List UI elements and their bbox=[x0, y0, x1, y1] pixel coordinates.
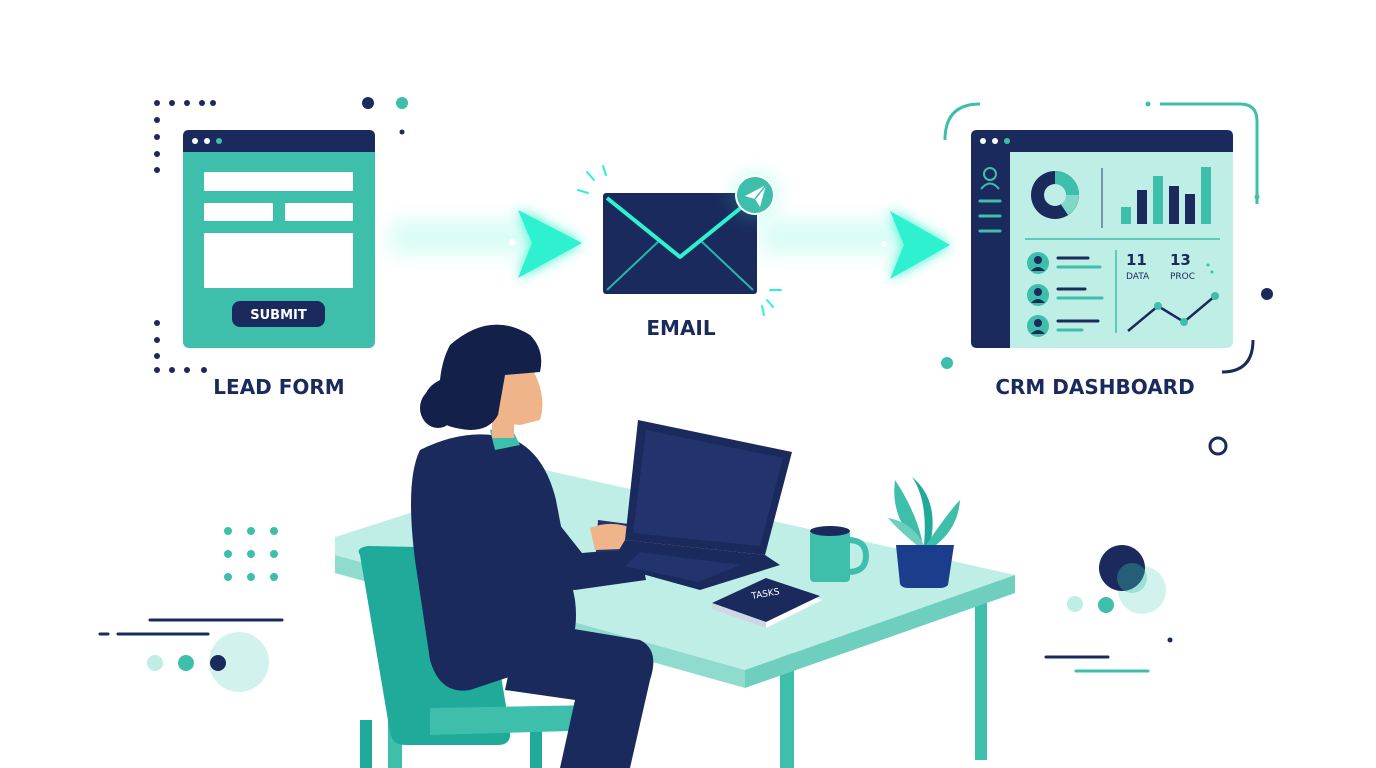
stat-data-value: 11 bbox=[1126, 251, 1147, 269]
laptop-icon bbox=[610, 420, 792, 590]
stat-proc-value: 13 bbox=[1170, 251, 1191, 269]
bar-chart-icon bbox=[1121, 167, 1211, 224]
user-icon bbox=[980, 167, 1000, 190]
line-chart-icon bbox=[1127, 292, 1219, 332]
crm-dashboard-window: 11 DATA 13 PROC bbox=[971, 130, 1233, 348]
form-field-name[interactable] bbox=[204, 172, 353, 191]
decorative-lines-left bbox=[98, 618, 284, 692]
lead-form-window: SUBMIT bbox=[183, 130, 375, 348]
contact-list bbox=[1027, 252, 1104, 337]
mug-icon bbox=[810, 526, 870, 582]
decorative-dot-grid bbox=[224, 527, 278, 581]
contact-avatar-icon bbox=[1027, 315, 1049, 337]
person bbox=[411, 324, 698, 768]
stat-data-label: DATA bbox=[1126, 272, 1150, 282]
decorative-right bbox=[941, 101, 1273, 673]
email-sparkles bbox=[577, 165, 782, 316]
paper-plane-icon bbox=[735, 175, 775, 215]
crm-dashboard-caption: CRM DASHBOARD bbox=[995, 375, 1194, 399]
stat-proc-label: PROC bbox=[1170, 272, 1195, 282]
submit-button-label: SUBMIT bbox=[250, 308, 307, 323]
form-field-first[interactable] bbox=[204, 203, 273, 221]
form-field-message[interactable] bbox=[204, 233, 353, 288]
arrow-email-to-crm bbox=[760, 211, 950, 279]
form-field-second[interactable] bbox=[285, 203, 353, 221]
notebook-icon: TASKS bbox=[712, 578, 822, 628]
arrow-form-to-email bbox=[390, 210, 582, 278]
plant-icon bbox=[888, 477, 960, 588]
contact-avatar-icon bbox=[1027, 252, 1049, 274]
contact-avatar-icon bbox=[1027, 284, 1049, 306]
envelope-icon bbox=[603, 193, 757, 294]
email-caption: EMAIL bbox=[646, 316, 715, 340]
crm-stats: 11 DATA 13 PROC bbox=[1126, 251, 1214, 282]
submit-button[interactable]: SUBMIT bbox=[232, 301, 325, 327]
decorative-dots bbox=[154, 97, 408, 373]
donut-chart-icon bbox=[1031, 171, 1079, 219]
lead-form-caption: LEAD FORM bbox=[213, 375, 344, 399]
